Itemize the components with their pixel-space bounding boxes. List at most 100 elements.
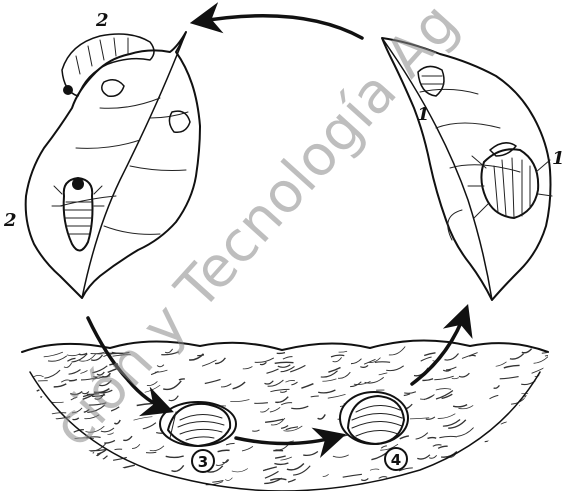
soil-hatch-stroke	[464, 479, 475, 482]
soil-hatch-stroke	[386, 366, 404, 371]
soil-hatch-stroke	[404, 394, 410, 396]
soil-hatch-stroke	[163, 381, 181, 390]
leaf-with-larvae	[26, 32, 200, 298]
soil-hatch-stroke	[404, 392, 416, 394]
soil-hatch-stroke	[322, 379, 336, 381]
soil-hatch-stroke	[544, 477, 557, 480]
soil-hatch-stroke	[33, 457, 45, 459]
soil-hatch-stroke	[424, 353, 435, 356]
soil-hatch-stroke	[509, 426, 523, 427]
soil-hatch-stroke	[389, 347, 405, 355]
soil-hatch-stroke	[445, 354, 459, 361]
soil-hatch-stroke	[494, 385, 500, 388]
soil-hatch-stroke	[27, 417, 36, 421]
soil-hatch-stroke	[166, 456, 184, 457]
soil-hatch-stroke	[205, 379, 221, 383]
soil-hatch-stroke	[528, 431, 538, 435]
emerging-adult-in-soil	[340, 392, 408, 444]
soil-hatch-stroke	[485, 438, 501, 442]
soil-hatch-stroke	[230, 400, 249, 402]
soil-hatch-stroke	[104, 440, 115, 443]
soil-hatch-stroke	[501, 422, 510, 424]
soil-hatch-stroke	[28, 453, 40, 455]
soil-hatch-stroke	[115, 449, 123, 450]
soil-hatch-stroke	[221, 384, 231, 387]
soil-hatch-stroke	[429, 455, 437, 458]
soil-hatch-stroke	[361, 478, 368, 480]
soil-hatch-stroke	[318, 414, 326, 419]
soil-hatch-stroke	[26, 480, 40, 485]
soil-hatch-stroke	[506, 481, 513, 482]
soil-hatch-stroke	[43, 436, 50, 439]
soil-hatch-stroke	[538, 414, 544, 416]
soil-hatch-stroke	[281, 426, 288, 429]
soil-hatch-stroke	[375, 362, 390, 363]
soil-hatch-stroke	[499, 459, 506, 461]
soil-hatch-stroke	[499, 441, 516, 446]
soil-hatch-stroke	[293, 466, 310, 475]
soil-hatch-stroke	[339, 351, 348, 352]
soil-hatch-stroke	[265, 419, 283, 422]
soil-hatch-stroke	[510, 354, 524, 359]
soil-hatch-stroke	[89, 464, 106, 470]
soil-hatch-stroke	[215, 358, 225, 364]
soil-hatch-stroke	[90, 475, 103, 477]
soil-hatch-stroke	[360, 365, 368, 367]
svg-text:4: 4	[391, 451, 401, 469]
soil-hatch-stroke	[547, 379, 558, 383]
soil-hatch-stroke	[514, 479, 525, 484]
soil-hatch-stroke	[475, 458, 481, 462]
soil-hatch-stroke	[419, 477, 431, 478]
soil-hatch-stroke	[351, 359, 362, 364]
soil-hatch-stroke	[338, 372, 350, 378]
soil-hatch-stroke	[540, 439, 555, 441]
soil-hatch-stroke	[104, 466, 116, 470]
soil-hatch-stroke	[172, 465, 184, 471]
soil-hatch-stroke	[275, 456, 286, 458]
soil-hatch-stroke	[54, 466, 68, 473]
soil-hatch-stroke	[527, 420, 533, 422]
soil-hatch-stroke	[370, 469, 379, 470]
soil-hatch-stroke	[65, 467, 79, 471]
soil-hatch-stroke	[381, 446, 387, 448]
soil-hatch-stroke	[333, 455, 349, 457]
soil-hatch-stroke	[270, 407, 280, 412]
soil-hatch-stroke	[137, 404, 153, 406]
soil-hatch-stroke	[323, 474, 329, 476]
soil-hatch-stroke	[288, 479, 296, 482]
soil-hatch-stroke	[150, 446, 164, 451]
soil-hatch-stroke	[365, 377, 384, 383]
soil-hatch-stroke	[61, 380, 69, 382]
emerging-adult-label: 4	[385, 448, 407, 470]
soil-hatch-stroke	[438, 446, 448, 448]
soil-hatch-stroke	[433, 445, 442, 447]
soil-hatch-stroke	[275, 397, 288, 403]
soil-hatch-stroke	[74, 479, 92, 483]
soil-hatch-stroke	[28, 397, 42, 401]
soil-hatch-stroke	[225, 478, 232, 481]
soil-hatch-stroke	[396, 480, 408, 486]
soil-hatch-stroke	[446, 367, 456, 370]
soil-hatch-stroke	[286, 380, 296, 382]
soil-hatch-stroke	[223, 460, 229, 463]
soil-hatch-stroke	[169, 396, 179, 401]
soil-hatch-stroke	[400, 436, 409, 439]
soil-hatch-stroke	[254, 403, 268, 404]
soil-hatch-stroke	[260, 408, 269, 412]
soil-hatch-stroke	[179, 379, 185, 380]
larva-label-top: 2	[95, 10, 109, 31]
soil-hatch-stroke	[443, 420, 460, 427]
soil-hatch-stroke	[328, 394, 346, 398]
soil-hatch-stroke	[434, 376, 453, 380]
soil-hatch-stroke	[44, 370, 60, 378]
soil-hatch-stroke	[54, 384, 67, 387]
soil-hatch-stroke	[94, 456, 108, 463]
soil-hatch-stroke	[532, 368, 545, 374]
watermark-text: ción y Tecnología Ag	[40, 0, 471, 459]
soil-hatch-stroke	[301, 384, 313, 389]
soil-hatch-stroke	[530, 454, 548, 461]
soil-hatch-stroke	[252, 430, 259, 431]
soil-hatch-stroke	[500, 377, 519, 379]
soil-hatch-stroke	[516, 456, 532, 462]
